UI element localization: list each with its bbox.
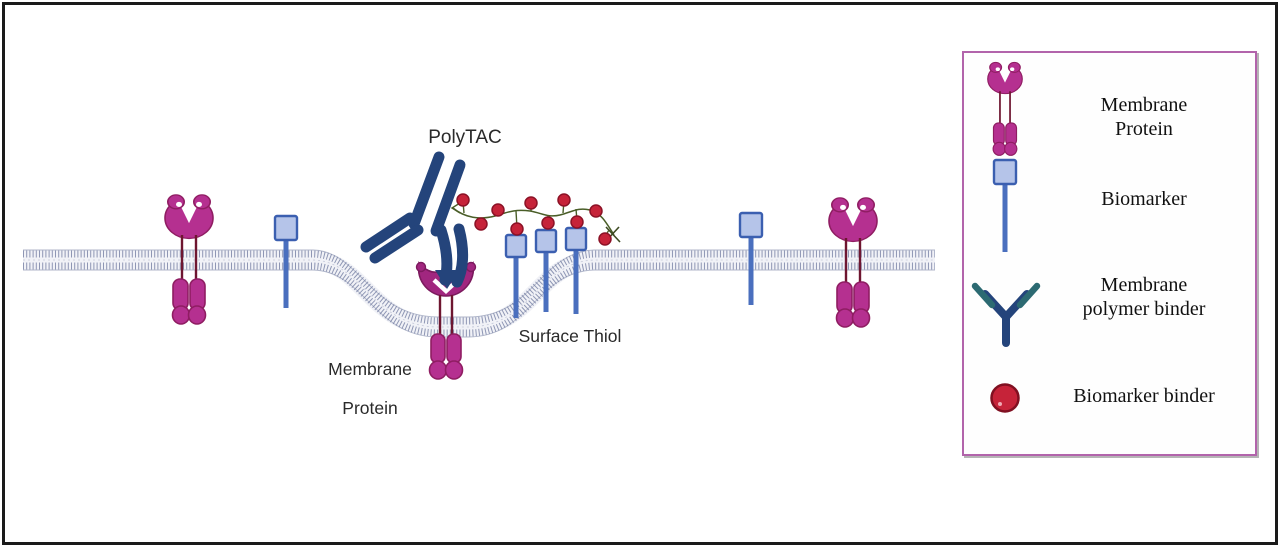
legend-label-line: Membrane (1100, 274, 1188, 296)
legend-label-biomarker: Biomarker (1054, 187, 1234, 211)
membrane-protein-label-line1: Membrane (328, 358, 412, 379)
legend-label-line: polymer binder (1082, 298, 1206, 320)
legend-icons (971, 59, 1041, 413)
thiol-square (564, 226, 588, 252)
legend-membrane-polymer-binder-icon (971, 282, 1041, 347)
legend-biomarker-icon (994, 160, 1016, 252)
polytac-antibody-icon (360, 151, 469, 289)
legend-biomarker-binder-icon (990, 383, 1020, 413)
thiol-square (504, 233, 528, 259)
membrane-bottom-leaflet (23, 262, 935, 337)
polytac-label: PolyTAC (428, 127, 502, 148)
legend-label-membrane-polymer-binder: Membrane polymer binder (1044, 273, 1244, 321)
legend-label-line: Membrane (1100, 94, 1188, 116)
cell-membrane (23, 249, 935, 338)
legend-box: Membrane Protein Biomarker Membrane poly… (962, 51, 1257, 456)
legend-label-biomarker-binder: Biomarker binder (1044, 384, 1244, 408)
membrane-protein-label: Membrane Protein (308, 340, 432, 438)
membrane-protein-bound-icon (415, 261, 477, 380)
polymer-arrowhead (450, 202, 461, 214)
membrane-protein-label-line2: Protein (342, 397, 398, 418)
surface-thiol-group (504, 226, 588, 318)
legend-label-line: Biomarker binder (1073, 385, 1215, 407)
membrane-top-leaflet (23, 250, 935, 325)
polymer-strand (450, 193, 621, 246)
thiol-square (534, 228, 558, 254)
surface-thiol-label: Surface Thiol (518, 326, 622, 346)
legend-label-membrane-protein: Membrane Protein (1054, 93, 1234, 141)
legend-membrane-protein-icon (986, 59, 1024, 157)
legend-label-line: Protein (1115, 118, 1173, 140)
legend-label-line: Biomarker (1101, 188, 1187, 210)
biomarker-binder-dots (456, 193, 612, 246)
